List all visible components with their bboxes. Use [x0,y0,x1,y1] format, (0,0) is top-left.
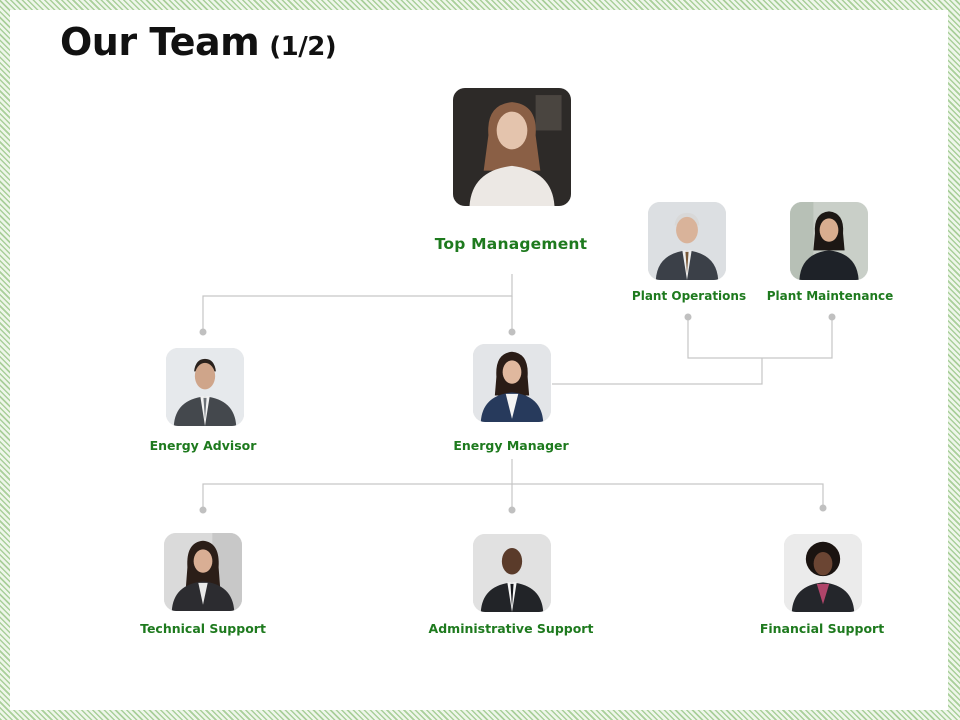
node-dot [199,506,207,514]
photo-top-management [453,88,571,206]
label-plant-operations: Plant Operations [631,289,747,303]
label-plant-maintenance: Plant Maintenance [766,289,894,303]
photo-energy-manager [473,344,551,422]
node-dot [819,504,827,512]
node-dot [684,313,692,321]
label-financial-support: Financial Support [759,621,885,636]
label-top-management: Top Management [434,235,588,253]
title-page-indicator: (1/2) [269,32,337,62]
node-dot [199,328,207,336]
page-title: Our Team (1/2) [60,20,337,64]
label-technical-support: Technical Support [140,621,266,636]
photo-technical-support [164,533,242,611]
connector-manager-to-plant [552,358,763,385]
label-energy-advisor: Energy Advisor [149,438,257,453]
connector-plant-bracket [687,317,833,359]
connector-top-to-level2 [202,274,513,331]
photo-financial-support [784,534,862,612]
node-dot [508,328,516,336]
photo-plant-operations [648,202,726,280]
title-main: Our Team [60,20,260,64]
connector-support-bus [202,483,824,509]
node-dot [828,313,836,321]
photo-administrative-support [473,534,551,612]
label-energy-manager: Energy Manager [453,438,569,453]
photo-energy-advisor [166,348,244,426]
label-administrative-support: Administrative Support [428,621,594,636]
node-dot [508,506,516,514]
photo-plant-maintenance [790,202,868,280]
